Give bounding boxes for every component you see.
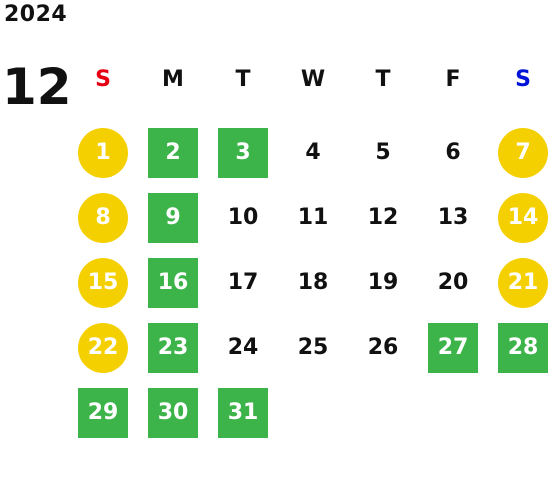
day-holiday-circle[interactable]: 15	[78, 257, 128, 308]
month-number: 12	[2, 58, 72, 116]
calendar-cell: 16	[138, 250, 208, 315]
calendar-cell: 7	[488, 120, 548, 185]
calendar-cell: 9	[138, 185, 208, 250]
day-number[interactable]: 26	[367, 335, 399, 360]
calendar-cell: 23	[138, 315, 208, 380]
calendar-cell: 18	[278, 250, 348, 315]
day-highlight-box[interactable]: 2	[148, 127, 198, 178]
weekday-header-4: T	[375, 67, 391, 92]
calendar-cell: 6	[418, 120, 488, 185]
calendar-cell: 19	[348, 250, 418, 315]
day-holiday-circle[interactable]: 22	[78, 322, 128, 373]
day-number[interactable]: 6	[445, 140, 461, 165]
calendar-cell: 11	[278, 185, 348, 250]
calendar-cell: 15	[68, 250, 138, 315]
day-holiday-circle[interactable]: 8	[78, 192, 128, 243]
calendar-cell: 8	[68, 185, 138, 250]
day-holiday-circle[interactable]: 7	[498, 127, 548, 178]
calendar-cell: 25	[278, 315, 348, 380]
calendar-cell: 3	[208, 120, 278, 185]
weekday-header-5: F	[445, 67, 461, 92]
day-number[interactable]: 13	[437, 205, 469, 230]
calendar-cell: 13	[418, 185, 488, 250]
calendar-cell: 24	[208, 315, 278, 380]
weekday-header-3: W	[300, 67, 326, 92]
day-number[interactable]: 20	[437, 270, 469, 295]
calendar-cell: 4	[278, 120, 348, 185]
day-number[interactable]: 11	[297, 205, 329, 230]
calendar-cell	[348, 380, 418, 445]
calendar-cell: 10	[208, 185, 278, 250]
calendar-cell: 17	[208, 250, 278, 315]
day-holiday-circle[interactable]: 1	[78, 127, 128, 178]
day-highlight-box[interactable]: 23	[148, 322, 198, 373]
calendar-cell: 14	[488, 185, 548, 250]
day-number[interactable]: 5	[375, 140, 391, 165]
weekday-header-2: T	[235, 67, 251, 92]
day-holiday-circle[interactable]: 21	[498, 257, 548, 308]
year-label: 2024	[4, 2, 68, 27]
day-highlight-box[interactable]: 16	[148, 257, 198, 308]
calendar-cell: 5	[348, 120, 418, 185]
calendar-cell: 28	[488, 315, 548, 380]
day-number[interactable]: 10	[227, 205, 259, 230]
calendar-cell: 12	[348, 185, 418, 250]
day-highlight-box[interactable]: 9	[148, 192, 198, 243]
day-number[interactable]: 24	[227, 335, 259, 360]
calendar-cell	[488, 380, 548, 445]
calendar-cell: 30	[138, 380, 208, 445]
weekday-header-6: S	[515, 67, 531, 92]
calendar-cell	[418, 380, 488, 445]
day-number[interactable]: 25	[297, 335, 329, 360]
calendar-cell: 21	[488, 250, 548, 315]
day-highlight-box[interactable]: 28	[498, 322, 548, 373]
calendar-cell: 27	[418, 315, 488, 380]
day-number[interactable]: 4	[305, 140, 321, 165]
calendar-cell: 2	[138, 120, 208, 185]
calendar-cell: 29	[68, 380, 138, 445]
weekday-header-0: S	[95, 67, 111, 92]
day-number[interactable]: 18	[297, 270, 329, 295]
day-highlight-box[interactable]: 30	[148, 387, 198, 438]
calendar-cell: 1	[68, 120, 138, 185]
day-number[interactable]: 17	[227, 270, 259, 295]
day-holiday-circle[interactable]: 14	[498, 192, 548, 243]
calendar-cell: 26	[348, 315, 418, 380]
day-number[interactable]: 12	[367, 205, 399, 230]
day-highlight-box[interactable]: 27	[428, 322, 478, 373]
day-number[interactable]: 19	[367, 270, 399, 295]
day-highlight-box[interactable]: 3	[218, 127, 268, 178]
calendar-cell: 31	[208, 380, 278, 445]
weekday-header-1: M	[162, 67, 184, 92]
calendar-cell: 20	[418, 250, 488, 315]
day-highlight-box[interactable]: 29	[78, 387, 128, 438]
calendar-cell	[278, 380, 348, 445]
day-highlight-box[interactable]: 31	[218, 387, 268, 438]
calendar-cell: 22	[68, 315, 138, 380]
